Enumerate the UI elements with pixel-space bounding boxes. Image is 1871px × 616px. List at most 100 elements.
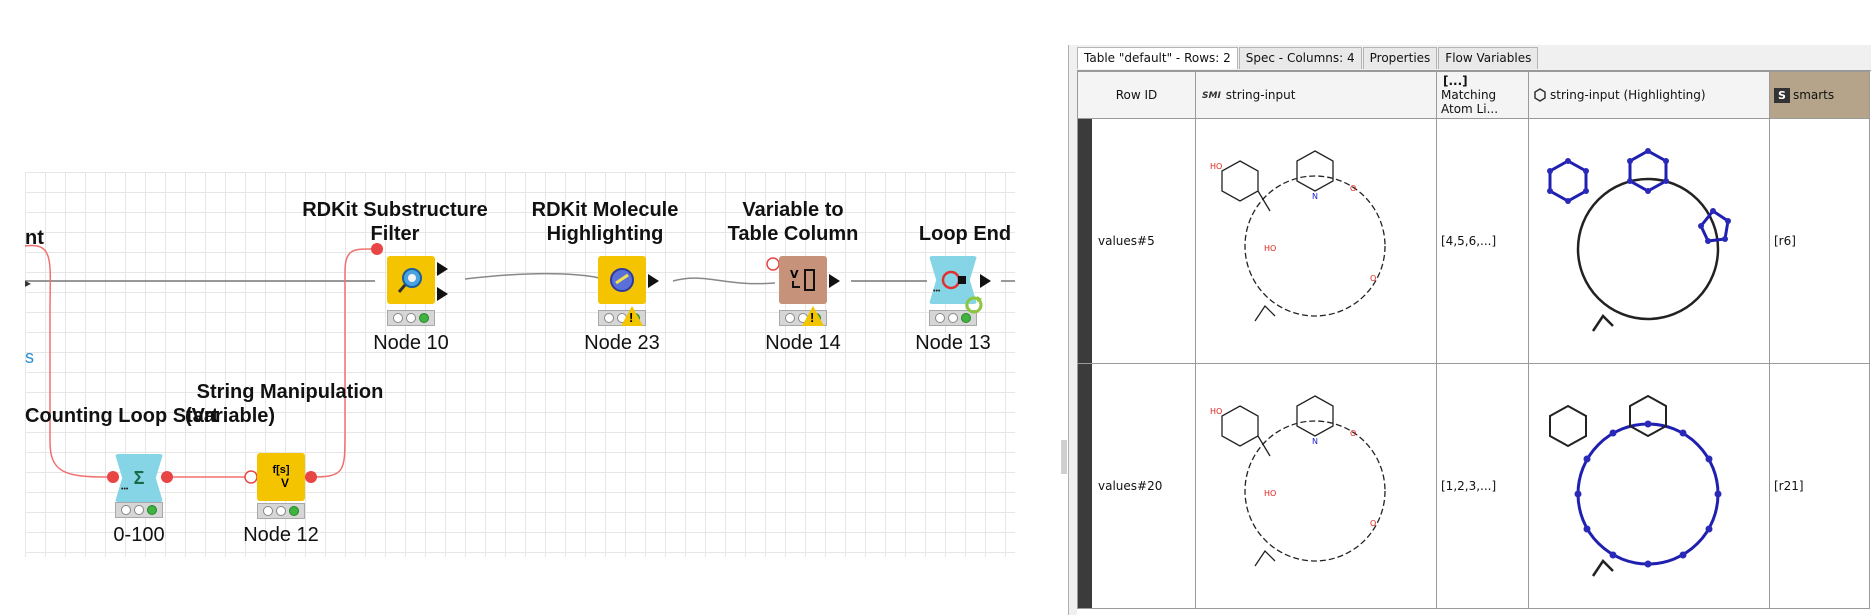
row-id-cell[interactable]: values#5 <box>1077 118 1196 364</box>
highlighting-icon <box>610 268 634 292</box>
node-string-manipulation[interactable]: f[s] V <box>257 453 305 501</box>
svg-text:HO: HO <box>1210 162 1222 171</box>
status-traffic-light <box>929 310 977 326</box>
status-traffic-light <box>115 502 163 518</box>
column-header-matching-atoms[interactable]: [...]Matching Atom Li... <box>1436 71 1529 119</box>
row-id-cell[interactable]: values#20 <box>1077 363 1196 609</box>
svg-text:N: N <box>1312 437 1318 446</box>
data-out-port[interactable] <box>829 274 840 288</box>
node-label-counting-loop-start[interactable]: 0-100 <box>113 524 165 546</box>
tab-properties[interactable]: Properties <box>1362 47 1438 69</box>
highlighted-molecule-image <box>1547 148 1731 332</box>
loop-refresh-icon <box>965 296 983 314</box>
node-title-counting-loop-start: Counting Loop Start <box>25 405 219 427</box>
svg-text:O: O <box>1370 274 1376 283</box>
loop-end-icon <box>941 270 966 290</box>
node-title-string-manipulation: String Manipulation (Variable) <box>185 381 384 427</box>
node-loop-end[interactable] <box>929 256 977 304</box>
flow-port[interactable] <box>244 470 258 484</box>
molecule-structure-image: HO HO N O O <box>1210 395 1386 567</box>
node-label-variable-to-table-column[interactable]: Node 14 <box>765 332 841 354</box>
status-traffic-light <box>387 310 435 326</box>
table-row[interactable]: values#5 HO HO N O O <box>1077 118 1870 364</box>
node-label-molecule-highlighting[interactable]: Node 23 <box>584 332 660 354</box>
highlighted-molecule-cell[interactable] <box>1528 118 1770 364</box>
flow-variable-connection-in <box>25 244 110 478</box>
list-type-icon: [...] <box>1443 74 1468 89</box>
data-out-port-unmatched[interactable] <box>437 287 448 301</box>
variable-to-column-icon: V <box>790 268 815 291</box>
flow-port[interactable] <box>371 243 383 255</box>
table-tabs: Table "default" - Rows: 2 Spec - Columns… <box>1069 45 1871 69</box>
matching-atoms-cell[interactable]: [4,5,6,...] <box>1436 118 1529 364</box>
node-substructure-filter[interactable] <box>387 256 435 304</box>
svg-text:N: N <box>1312 192 1318 201</box>
flow-port[interactable] <box>107 471 119 483</box>
node-title-loop-end: Loop End <box>918 223 1012 245</box>
connection-layer: ▸ <box>25 243 1015 484</box>
molecule-cell[interactable]: HO HO N O O <box>1195 118 1437 364</box>
node-variable-to-table-column[interactable]: V <box>779 256 827 304</box>
table-view-panel: Table "default" - Rows: 2 Spec - Columns… <box>1068 45 1871 616</box>
svg-text:HO: HO <box>1264 244 1276 253</box>
smarts-cell[interactable]: [r21] <box>1769 363 1870 609</box>
flow-variable-connection-string-filter <box>310 248 378 478</box>
tab-table[interactable]: Table "default" - Rows: 2 <box>1077 47 1238 69</box>
column-header-highlighting[interactable]: string-input (Highlighting) <box>1528 71 1770 119</box>
node-molecule-highlighting[interactable] <box>598 256 646 304</box>
molecule-structure-image: HO HO N O O <box>1210 150 1386 322</box>
svg-text:O: O <box>1350 429 1356 438</box>
cut-node-title: nt <box>25 227 44 249</box>
string-type-icon: S <box>1774 87 1790 103</box>
highlighted-molecule-cell[interactable] <box>1528 363 1770 609</box>
variable-icon: V <box>280 476 289 490</box>
svg-text:O: O <box>1350 184 1356 193</box>
loop-dots-icon: ••• <box>933 288 941 295</box>
substructure-search-icon <box>397 268 422 293</box>
highlighted-molecule-image <box>1549 394 1722 577</box>
sigma-icon: Σ <box>133 467 145 488</box>
data-connection-filter-highlight <box>464 272 616 282</box>
data-out-port-matched[interactable] <box>437 262 448 276</box>
input-port-marker: ▸ <box>25 276 31 290</box>
warning-icon: ! <box>802 306 824 326</box>
smiles-type-icon: SMI <box>1202 90 1221 101</box>
molecule-cell[interactable]: HO HO N O O <box>1195 363 1437 609</box>
workflow-canvas[interactable]: ▸ nt s Counting Loop Start Σ ••• 0-100 S… <box>25 172 1015 557</box>
data-out-port[interactable] <box>648 274 659 288</box>
splitter-handle[interactable] <box>1061 440 1067 474</box>
column-header-row-id[interactable]: Row ID <box>1077 71 1196 119</box>
warning-icon: ! <box>621 306 643 326</box>
cut-node-glyph: s <box>25 347 34 367</box>
status-traffic-light <box>257 503 305 519</box>
node-label-substructure-filter[interactable]: Node 10 <box>373 332 449 354</box>
matching-atoms-cell[interactable]: [1,2,3,...] <box>1436 363 1529 609</box>
tab-spec[interactable]: Spec - Columns: 4 <box>1238 47 1362 69</box>
tab-flow-variables[interactable]: Flow Variables <box>1438 47 1539 69</box>
svg-text:HO: HO <box>1210 407 1222 416</box>
svg-text:O: O <box>1370 519 1376 528</box>
flow-port[interactable] <box>766 257 780 271</box>
row-marker <box>1078 364 1092 608</box>
row-marker <box>1078 119 1092 363</box>
loop-dots-icon: ••• <box>121 486 129 493</box>
molecule-type-icon <box>1534 88 1546 103</box>
string-manipulation-icon: f[s] <box>272 464 290 476</box>
node-counting-loop-start[interactable]: Σ <box>115 454 163 502</box>
data-connection-highlight-variable <box>672 277 776 285</box>
svg-text:V: V <box>790 268 799 281</box>
data-out-port[interactable] <box>980 274 991 288</box>
node-label-string-manipulation[interactable]: Node 12 <box>243 524 319 546</box>
table-row[interactable]: values#20 HO HO N O O <box>1077 363 1870 609</box>
node-label-loop-end[interactable]: Node 13 <box>915 332 991 354</box>
flow-port[interactable] <box>305 471 317 483</box>
smarts-cell[interactable]: [r6] <box>1769 118 1870 364</box>
flow-port[interactable] <box>161 471 173 483</box>
svg-text:HO: HO <box>1264 489 1276 498</box>
